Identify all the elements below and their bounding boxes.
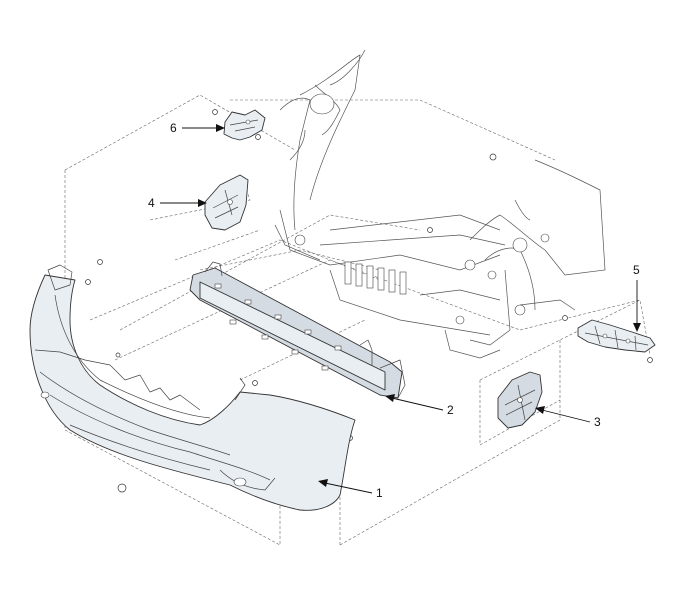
callout-label-4: 4 xyxy=(148,196,155,210)
part-5-right-bracket xyxy=(577,319,656,353)
part-2-bumper-beam xyxy=(189,261,406,399)
part-4-side-bracket xyxy=(204,174,249,231)
body-slots xyxy=(344,261,407,295)
callout-2: 2 xyxy=(385,394,454,417)
vehicle-body-structure xyxy=(274,49,606,359)
part-1-bumper-cover xyxy=(29,264,356,511)
callout-label-5: 5 xyxy=(633,263,640,277)
callout-label-6: 6 xyxy=(170,121,177,135)
part-6-upper-bracket xyxy=(223,109,266,141)
callout-1: 1 xyxy=(318,479,383,500)
callout-5: 5 xyxy=(633,263,641,332)
callout-4: 4 xyxy=(148,196,207,210)
callout-3: 3 xyxy=(535,406,601,429)
callout-label-2: 2 xyxy=(447,403,454,417)
assembly-guide-lines xyxy=(64,94,651,546)
callout-6: 6 xyxy=(170,121,225,135)
part-3-lower-bracket xyxy=(497,371,543,429)
callout-label-3: 3 xyxy=(594,415,601,429)
callout-label-1: 1 xyxy=(376,486,383,500)
